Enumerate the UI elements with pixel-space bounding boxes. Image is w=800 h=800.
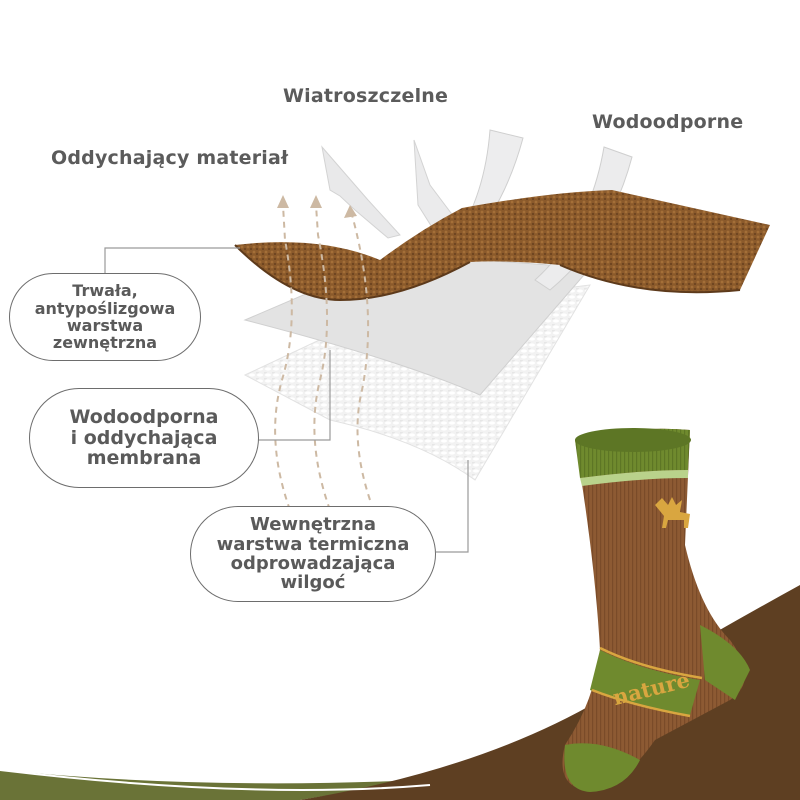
label-inner-line-1: Wewnętrzna xyxy=(250,514,376,536)
label-outer-line-4: zewnętrzna xyxy=(52,333,158,353)
airflow-arrows xyxy=(274,204,371,511)
floor-brown xyxy=(300,585,800,800)
label-inner-line-3: odprowadzająca xyxy=(230,553,396,574)
label-inner-layer: Wewnętrzna warstwa termiczna odprowadzaj… xyxy=(190,506,436,602)
moose-logo-icon xyxy=(655,497,690,528)
arrow-heads xyxy=(277,195,357,218)
heading-waterproof: Wodoodporne xyxy=(592,111,744,133)
outer-fabric-layer xyxy=(235,190,770,300)
label-membrane-line-3: membrana xyxy=(86,447,202,470)
label-membrane-line-2: i oddychająca xyxy=(70,426,218,449)
label-inner-line-2: warstwa termiczna xyxy=(216,533,410,555)
label-outer-line-2: antypoślizgowa xyxy=(34,298,176,318)
label-membrane: Wodoodporna i oddychająca membrana xyxy=(29,388,259,488)
label-membrane-line-1: Wodoodporna xyxy=(69,406,219,429)
sock-illustration xyxy=(562,428,750,792)
label-outer-line-1: Trwała, xyxy=(72,281,138,301)
wind-strip-1 xyxy=(321,145,401,239)
floor-green xyxy=(0,770,420,800)
heading-windproof: Wiatroszczelne xyxy=(283,85,449,107)
label-outer-layer: Trwała, antypoślizgowa warstwa zewnętrzn… xyxy=(9,273,201,361)
connector-lines xyxy=(104,247,469,553)
heading-breathable: Oddychający materiał xyxy=(51,147,289,169)
label-outer-line-3: warstwa xyxy=(66,316,144,335)
label-inner-line-4: wilgoć xyxy=(280,572,346,594)
